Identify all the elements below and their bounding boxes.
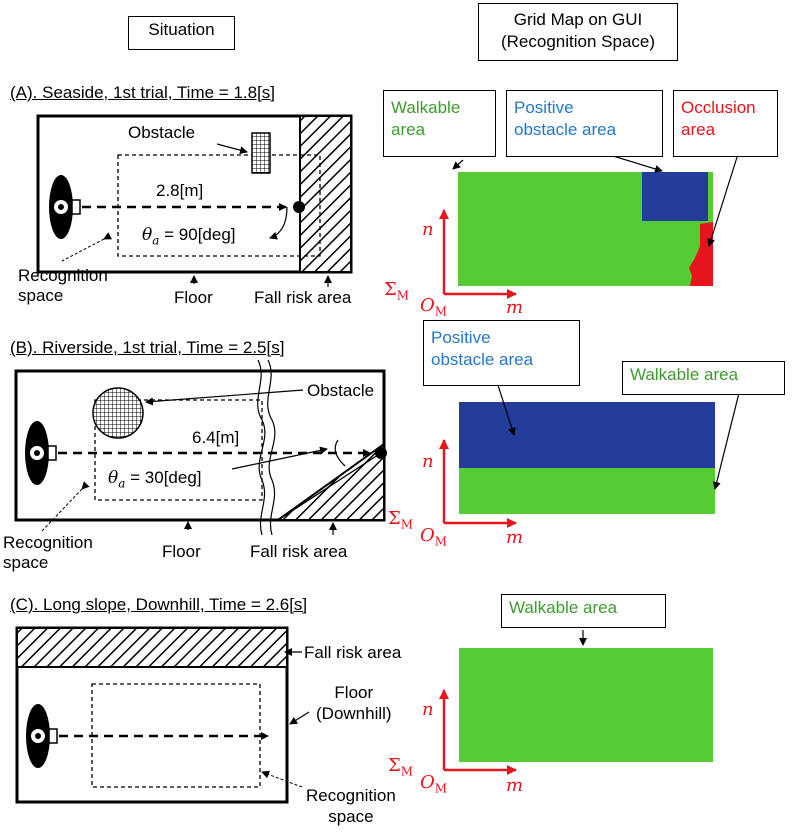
panel-a-walkable-callout-line2: area [391,120,426,139]
panel-c-sigma-label: ΣM [388,755,414,779]
panel-b-axis-m: m [506,527,524,548]
panel-b-sensor-icon [25,421,57,485]
panel-c-fall-risk-label: Fall risk area [304,643,402,662]
panel-c-recognition-line2: space [328,807,374,826]
situation-header: Situation [128,16,235,50]
panel-b-positive-callout-line2: obstacle area [431,350,534,369]
panel-a-floor-label: Floor [174,288,213,307]
panel-c-sensor-icon [26,704,58,768]
panel-b-walkable-callout: Walkable area [622,361,785,395]
panel-a-theta-value: = 90[deg] [164,225,236,244]
panel-c-axis-n: n [422,699,434,720]
panel-b-obstacle-region [459,402,715,468]
panel-b-theta-symbol: θ [108,468,119,488]
panel-b-walkable-callout-text: Walkable area [630,365,739,384]
panel-a-recognition-line1: Recognition [18,266,108,285]
panel-b-theta-sub: a [118,476,126,491]
panel-b-recognition-label: Recognition space [3,533,93,573]
panel-a-positive-callout-line2: obstacle area [514,120,617,139]
panel-b-positive-callout-line1: Positive [431,328,491,347]
panel-b-origin-label: OM [420,525,448,549]
panel-a-distance-label: 2.8[m] [156,181,204,200]
panel-a-sigma-label: ΣM [384,279,410,303]
panel-b-situation [14,359,387,536]
panel-b-positive-callout: Positive obstacle area [423,320,580,386]
panel-a-grid-map [439,151,739,299]
panel-a-recognition-label: Recognition space [18,266,108,306]
panel-a-situation [36,114,353,287]
panel-b-axis-n: n [422,451,434,472]
panel-a-title: (A). Seaside, 1st trial, Time = 1.8[s] [10,83,276,102]
panel-a-theta-sub: a [152,233,160,248]
panel-a-origin-label: OM [420,295,448,319]
grid-map-header: Grid Map on GUI (Recognition Space) [478,3,678,61]
panel-a-sensor-icon [49,175,81,239]
panel-a-axis-n: n [422,219,434,240]
panel-c-axis-m: m [506,775,524,796]
panel-a-walkable-callout-line1: Walkable [391,98,461,117]
panel-c-floor-label: Floor (Downhill) [316,682,392,724]
panel-c-walkable-callout-text: Walkable area [509,598,618,617]
panel-b-theta-value: = 30[deg] [130,468,202,487]
panel-c-recognition-label: Recognition space [306,785,396,827]
situation-header-text: Situation [148,20,215,39]
panel-b-recognition-line2: space [3,553,49,572]
panel-b-floor-label: Floor [162,542,201,561]
grid-map-header-line1: Grid Map on GUI [513,10,643,29]
panel-a-occlusion-callout: Occlusion area [673,90,778,157]
panel-a-walkable-callout: Walkable area [383,90,496,157]
panel-b-obstacle-shape [92,387,144,439]
panel-a-theta-symbol: θ [142,225,153,245]
panel-c-title: (C). Long slope, Downhill, Time = 2.6[s] [10,595,308,614]
panel-b-angle-label: θa = 30[deg] [108,468,202,493]
panel-a-obstacle-region [642,172,708,221]
panel-a-recognition-line2: space [18,286,64,305]
panel-b-recognition-line1: Recognition [3,533,93,552]
panel-c-recognition-space [91,683,261,788]
panel-a-recognition-space [117,154,321,257]
panel-a-axis-m: m [506,297,524,318]
panel-b-distance-label: 6.4[m] [192,428,240,447]
panel-c-walkable-callout: Walkable area [501,594,666,628]
panel-c-floor-line1: Floor [334,683,374,702]
panel-b-obstacle-label: Obstacle [307,381,375,400]
panel-b-sigma-label: ΣM [388,508,414,532]
panel-a-positive-callout: Positive obstacle area [506,90,663,157]
panel-b-fall-risk-label: Fall risk area [250,542,348,561]
panel-a-fall-risk-area [299,115,352,273]
panel-a-fall-risk-label: Fall risk area [254,288,352,307]
panel-c-recognition-line1: Recognition [306,786,396,805]
panel-c-grid-map [439,630,713,775]
panel-b-grid-map [439,378,741,528]
panel-a-occlusion-callout-line2: area [681,120,716,139]
panel-b-title: (B). Riverside, 1st trial, Time = 2.5[s] [10,338,285,357]
panel-a-angle-label: θa = 90[deg] [142,225,236,250]
panel-c-origin-label: OM [420,772,448,796]
panel-a-obstacle-label: Obstacle [128,123,196,142]
panel-c-fall-risk-area [16,627,288,668]
panel-a-obstacle-shape [251,132,271,174]
panel-a-occlusion-callout-line1: Occlusion [681,98,756,117]
grid-map-header-line2: (Recognition Space) [500,32,656,51]
panel-c-situation [15,626,310,804]
panel-a-positive-callout-line1: Positive [514,98,574,117]
panel-c-walkable-region [459,648,713,762]
panel-b-fall-risk-area [274,442,385,521]
panel-a-occlusion-region [689,222,713,286]
panel-c-floor-line2: (Downhill) [316,704,392,723]
